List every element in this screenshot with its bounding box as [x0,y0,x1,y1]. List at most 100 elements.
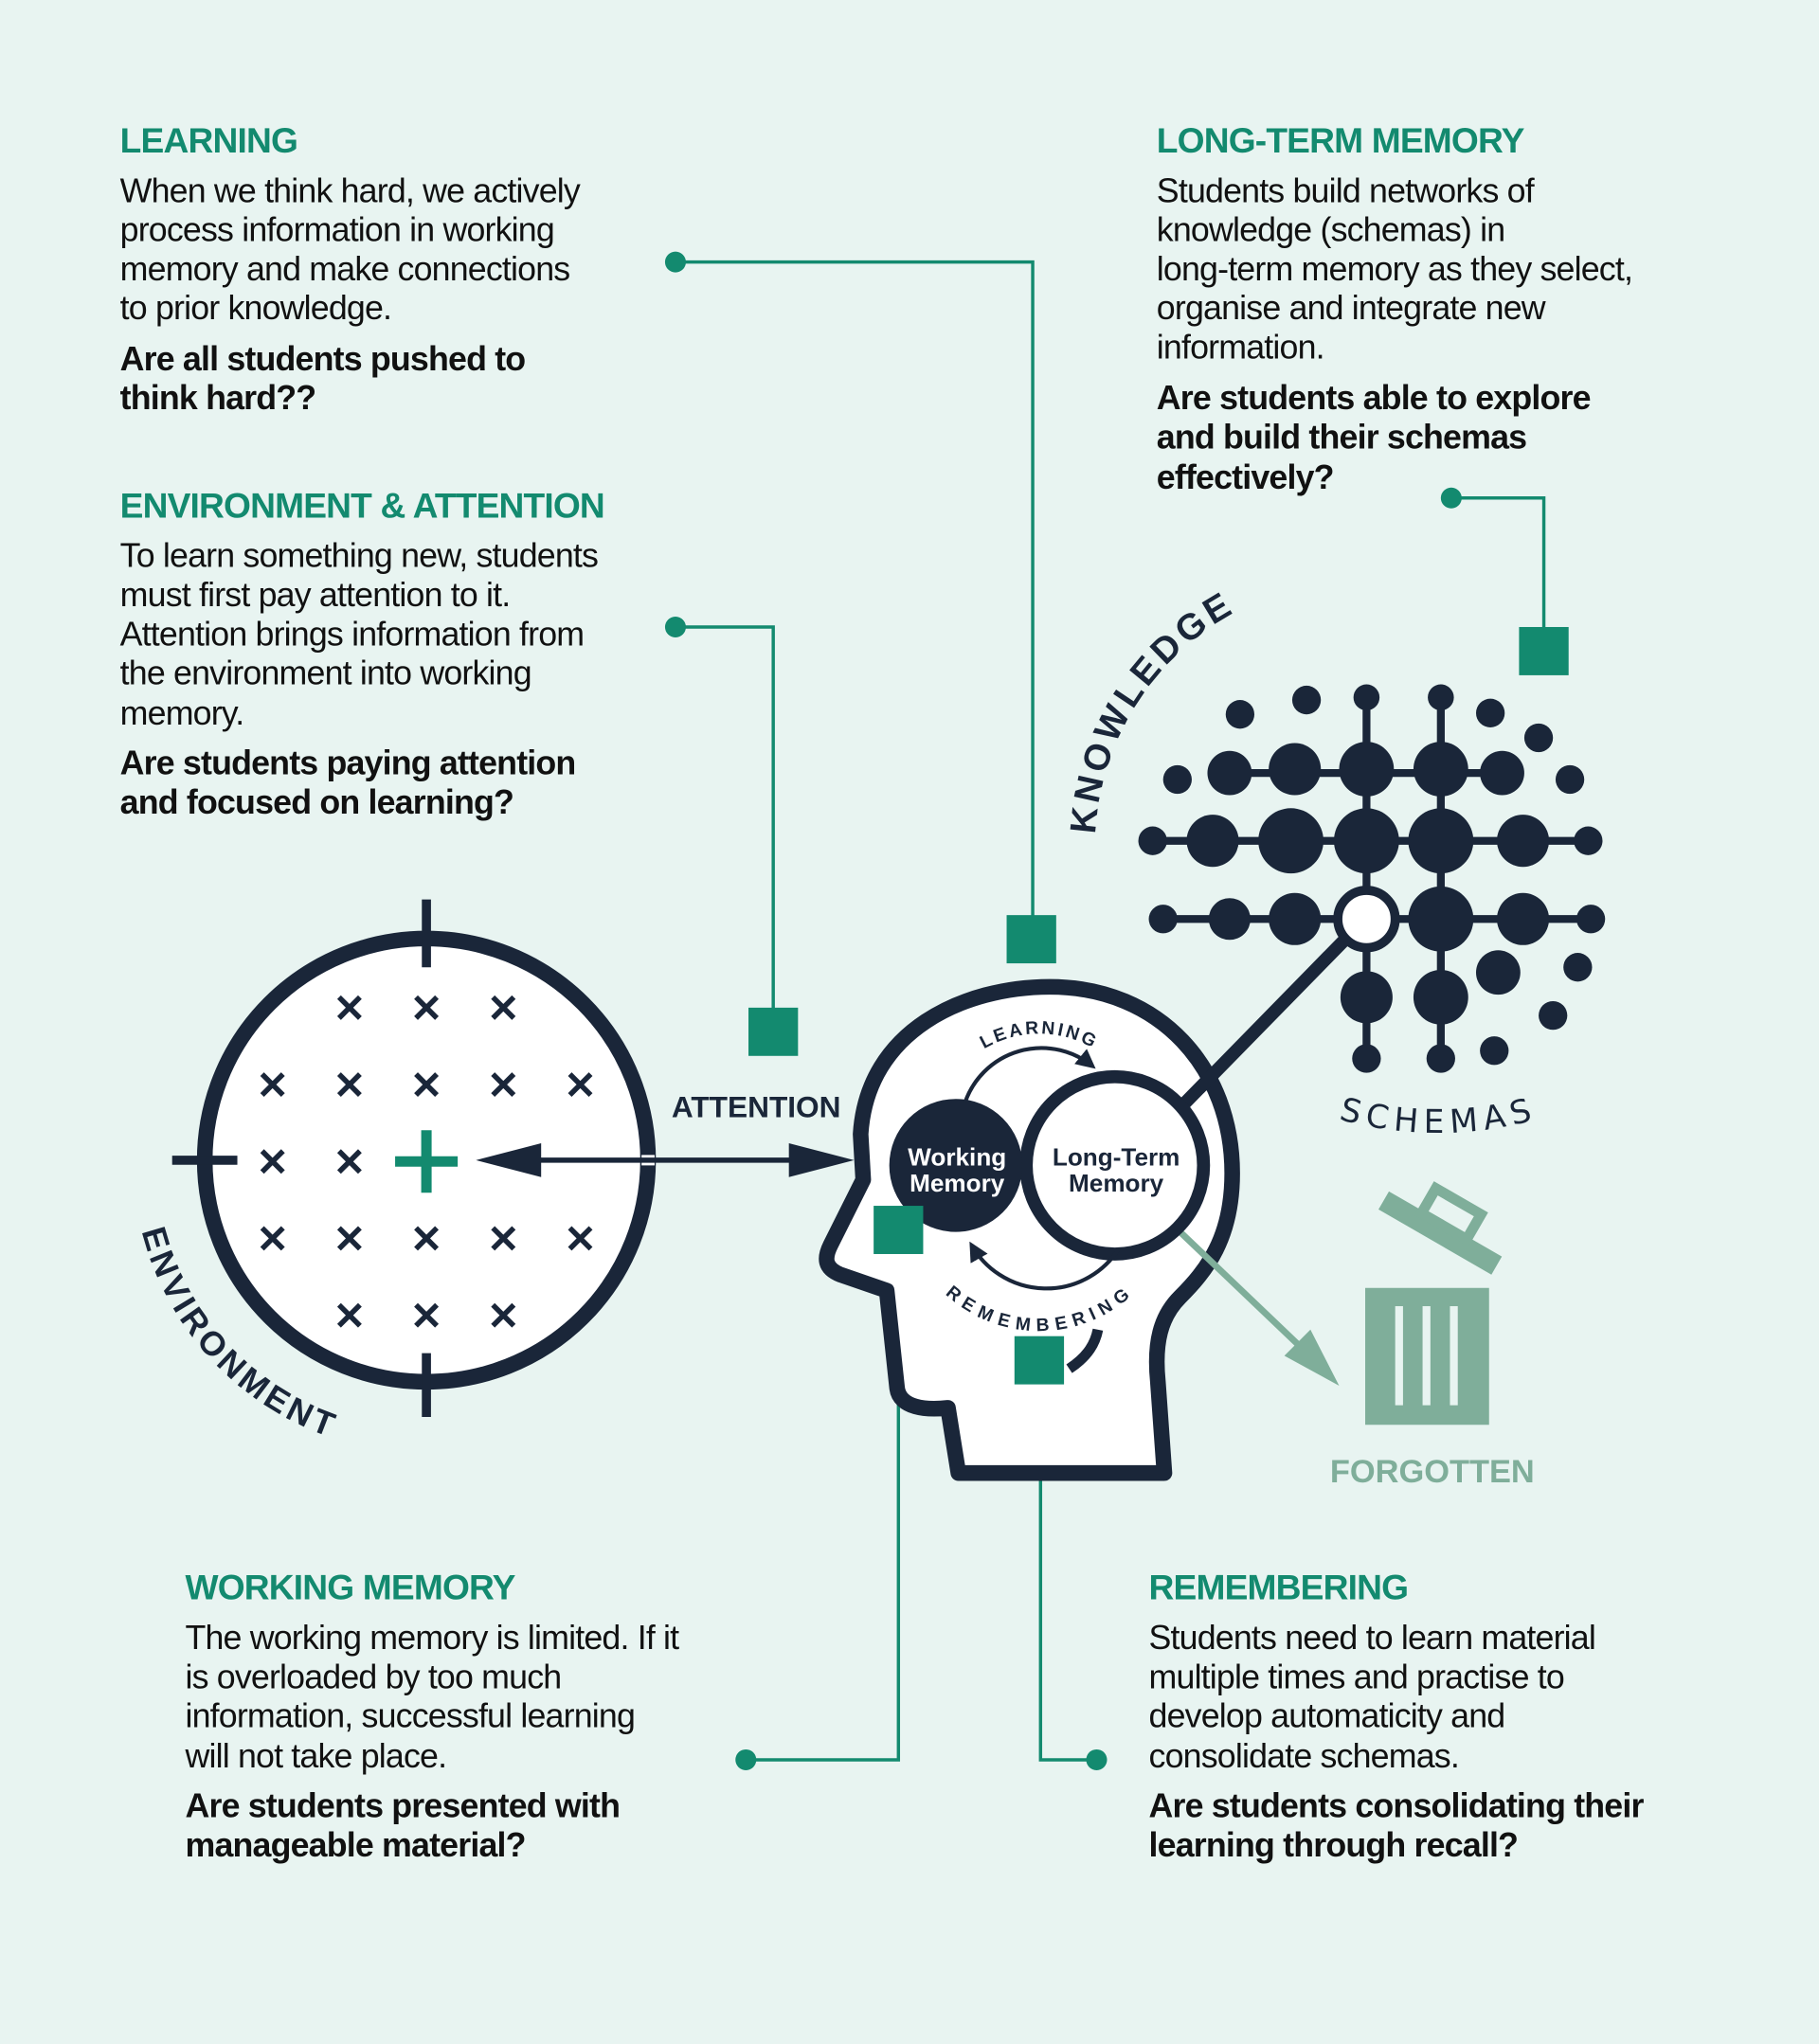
environment-heading: ENVIRONMENT & ATTENTION [120,485,604,525]
knowledge-link [1175,923,1361,1113]
remembering-dot [1086,1748,1108,1770]
working-memory-heading: WORKING MEMORY [185,1568,515,1607]
forgotten-label: FORGOTTEN [1330,1454,1535,1490]
cross-icon [414,1226,440,1251]
schema-node [1523,723,1554,753]
long-term-question-line: effectively? [1157,458,1334,496]
working-memory-body-line: information, successful learning [185,1697,635,1735]
schema-node [1428,684,1454,711]
long-term-question-line: and build their schemas [1157,418,1526,456]
schema-node [1408,808,1474,874]
schema-node [1426,1044,1455,1073]
trash-can-icon: FORGOTTEN [1330,1181,1535,1490]
schema-node [1225,700,1255,729]
working-memory-body-line: is overloaded by too much [185,1658,561,1695]
working-memory-question-line: manageable material? [185,1826,525,1864]
long-term-body-line: organise and integrate new [1157,289,1546,327]
cross-icon [491,1302,516,1328]
environment-body-line: memory. [120,694,244,732]
connector-dots [664,251,1569,1770]
remembering-question-line: Are students consolidating their [1149,1787,1645,1825]
working-memory-question-line: Are students presented with [185,1787,620,1825]
long-term-marker [1519,626,1569,675]
remembering-section: REMEMBERING Students need to learn mater… [1149,1568,1646,1864]
long-term-dot [1440,487,1462,509]
environment-section: ENVIRONMENT & ATTENTION To learn somethi… [120,485,605,821]
schema-node [1148,905,1178,934]
attention-connector [675,625,775,1011]
learning-question-line: Are all students pushed to [120,340,526,378]
environment-body-line: Attention brings information from [120,615,585,653]
remembering-body-line: multiple times and practise to [1149,1658,1564,1695]
cross-icon [414,1072,440,1098]
schema-node [1539,1000,1568,1031]
arrow-left-icon [476,1142,542,1177]
remembering-heading: REMEMBERING [1149,1568,1409,1607]
schema-node [1258,808,1324,874]
cross-icon [414,995,440,1020]
learning-body-line: memory and make connections [120,250,570,288]
remembering-body-line: develop automaticity and [1149,1697,1505,1735]
cross-icon [414,1302,440,1328]
cross-icon [567,1226,593,1251]
long-term-memory-label: Memory [1069,1169,1164,1197]
long-term-body-line: long-term memory as they select, [1157,250,1632,288]
schema-node [1413,969,1468,1025]
forgotten-arrowhead-icon [1284,1329,1340,1386]
schema-node [1408,886,1474,952]
schema-node [1339,742,1395,797]
learning-dot [664,251,686,273]
working-memory-circle [889,1099,1023,1232]
learning-body-line: When we think hard, we actively [120,171,581,209]
cross-icon [336,1226,362,1251]
schema-node [1208,898,1251,941]
environment-question-line: and focused on learning? [120,783,513,821]
cross-icon [260,1226,285,1251]
working-memory-body-line: The working memory is limited. If it [185,1619,679,1657]
schema-node [1138,826,1167,855]
arrow-right-icon [788,1142,855,1177]
working-memory-section: WORKING MEMORY The working memory is lim… [184,1568,680,1864]
working-memory-marker [873,1206,924,1254]
long-term-section: LONG-TERM MEMORY Students build networks… [1157,120,1633,496]
schema-node [1186,815,1239,868]
cross-icon [567,1072,593,1098]
schema-node [1480,750,1524,796]
cross-icon [260,1149,285,1174]
working-memory-connector [746,1251,901,1762]
schema-node [1162,764,1192,795]
schema-node [1291,685,1322,715]
cross-icon [336,1072,362,1098]
learning-body-line: process information in working [120,211,554,249]
long-term-body-line: knowledge (schemas) in [1157,211,1504,249]
cross-icon [260,1072,285,1098]
attention-marker [748,1007,799,1056]
long-term-connector [1450,496,1546,633]
schema-node [1340,971,1393,1024]
schema-node [1475,698,1505,727]
long-term-body-line: information. [1157,328,1324,366]
long-term-heading: LONG-TERM MEMORY [1157,120,1525,160]
schema-node [1475,950,1521,995]
schema-node [1353,684,1380,711]
cross-icon [336,1149,362,1174]
cross-icon [336,995,362,1020]
remembering-marker [1014,1336,1065,1385]
attention-dot [664,616,686,637]
cross-icon [336,1302,362,1328]
head-diagram: Working Memory Long-Term Memory LEARNING… [819,923,1361,1481]
long-term-body-line: Students build networks of [1157,171,1535,209]
schema-node [1497,892,1550,945]
attention-label: ATTENTION [672,1089,841,1123]
learning-body-line: to prior knowledge. [120,289,392,327]
schema-node [1413,742,1468,797]
remembering-connector [1038,1381,1097,1762]
environment-question-line: Are students paying attention [120,744,576,782]
long-term-memory-label: Long-Term [1053,1142,1180,1171]
active-schema-node [1333,886,1400,953]
learning-arrow-icon [963,1046,1096,1103]
long-term-question-line: Are students able to explore [1157,379,1591,417]
cross-icon [491,1226,516,1251]
environment-target: ATTENTION ENVIRONMENT [135,899,855,1445]
